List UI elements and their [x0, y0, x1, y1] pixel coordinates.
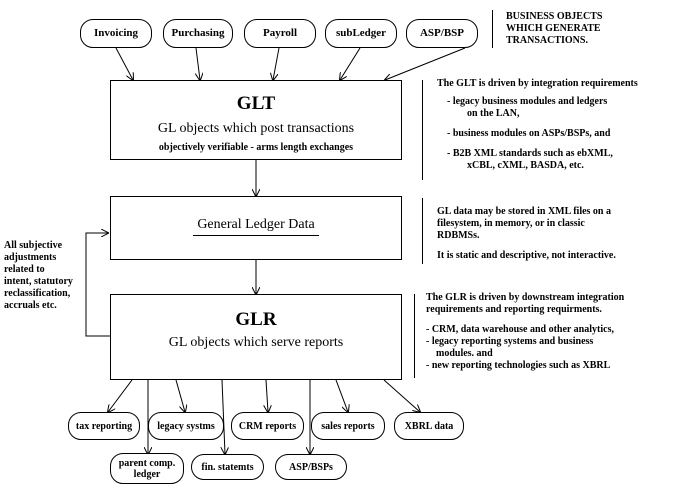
- glt-subtitle: GL objects which post transactions: [157, 121, 355, 136]
- note-divider: [492, 10, 493, 48]
- fin-statemts-node: fin. statemts: [191, 454, 264, 480]
- arrow-fin: [222, 379, 225, 454]
- subledger-node: subLedger: [325, 19, 397, 48]
- arrow-feedback-loop: [85, 233, 110, 337]
- arrow-sales: [335, 379, 348, 412]
- glr-title: GLR: [235, 309, 277, 330]
- crm-reports-node: CRM reports: [231, 412, 304, 440]
- glr-note: The GLR is driven by downstream integrat…: [426, 292, 625, 371]
- business-objects-note: BUSINESS OBJECTS WHICH GENERATE TRANSACT…: [506, 11, 603, 46]
- glt-title: GLT: [236, 93, 276, 114]
- arrow-legacy: [175, 379, 185, 412]
- gld-note: GL data may be stored in XML files on a …: [437, 206, 616, 261]
- glt-caption: objectively verifiable - arms length exc…: [158, 142, 354, 153]
- asp-bsps-node: ASP/BSPs: [275, 454, 347, 480]
- sales-reports-node: sales reports: [311, 412, 385, 440]
- arrow-subledger: [340, 47, 361, 80]
- legacy-systms-node: legacy systms: [148, 412, 224, 440]
- glt-note: The GLT is driven by integration require…: [437, 78, 638, 171]
- arrow-payroll: [273, 47, 280, 80]
- parent-comp-ledger-node: parent comp. ledger: [110, 453, 184, 484]
- glt-box: GLT GL objects which post transactions o…: [110, 80, 402, 160]
- invoicing-node: Invoicing: [80, 19, 152, 48]
- note-divider: [414, 294, 415, 378]
- xbrl-data-node: XBRL data: [394, 412, 464, 440]
- gld-box: General Ledger Data: [110, 196, 402, 260]
- arrow-crm: [266, 379, 268, 412]
- subjective-adjustments-note: All subjective adjustments related to in…: [4, 240, 73, 311]
- note-divider: [422, 80, 423, 180]
- note-divider: [422, 198, 423, 264]
- glr-box: GLR GL objects which serve reports: [110, 294, 402, 380]
- tax-reporting-node: tax reporting: [68, 412, 140, 440]
- arrow-invoicing: [115, 47, 133, 80]
- arrow-aspbsp: [385, 47, 466, 80]
- glr-subtitle: GL objects which serve reports: [168, 335, 344, 350]
- arrow-tax: [108, 379, 133, 412]
- arrow-purchasing: [196, 47, 200, 80]
- arrow-xbrl: [383, 379, 420, 412]
- purchasing-node: Purchasing: [163, 19, 233, 48]
- aspbsp-node: ASP/BSP: [406, 19, 478, 48]
- gld-title: General Ledger Data: [193, 217, 319, 236]
- payroll-node: Payroll: [244, 19, 316, 48]
